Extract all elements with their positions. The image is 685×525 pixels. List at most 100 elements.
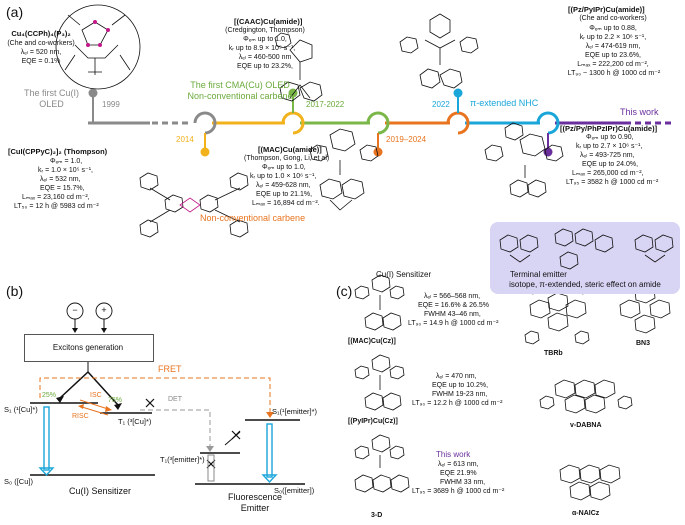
pyipr-cz-name: [(PyIPr)Cu(Cz)] xyxy=(348,418,398,425)
cu4-cluster-structure xyxy=(55,4,141,90)
cppyc-structure xyxy=(139,172,249,238)
cppyc-line-4: Lₘₐₓ = 23,160 cd m⁻², xyxy=(22,194,90,201)
pz-pyipr-structure xyxy=(399,13,479,89)
thiswork-line-0: λₑₗ = 613 nm, xyxy=(438,461,479,468)
pzpy-line-4: Lₘₐₓ = 265,000 cd m⁻², xyxy=(572,170,644,177)
energy-diagram xyxy=(30,302,305,485)
s1-cu: S₁ (¹[Cu]*) xyxy=(4,405,38,414)
pzpy-line-5: LT₉₅ = 3582 h @ 1000 cd m⁻² xyxy=(566,179,659,186)
mac-line-2: λₑₗ = 459-628 nm, xyxy=(256,182,311,189)
year-1999: 1999 xyxy=(102,100,120,109)
thiswork-line-3: LT₉₅ = 3689 h @ 1000 cd m⁻² xyxy=(412,488,505,495)
t1-em: T₁(³[emitter]*) xyxy=(160,455,205,464)
caac-line-0: Φₑₘ up to 1.0, xyxy=(243,36,287,43)
pi-nhc-label: π-extended NHC xyxy=(470,98,539,108)
excitons-label: Excitons generation xyxy=(52,343,124,352)
cu4-line-0: λₑₗ = 520 nm, xyxy=(20,49,62,56)
caac-line-3: EQE up to 23.2%, xyxy=(236,63,294,70)
pzpy-line-3: EQE up to 24.0%, xyxy=(582,161,639,168)
pz-line-4: Lₘₐₓ = 222,200 cd m⁻², xyxy=(577,61,649,68)
anaicz-name: α-NAICz xyxy=(572,510,600,517)
head-terminal: Terminal emitter xyxy=(510,270,567,279)
excitons-box xyxy=(24,334,154,362)
pct25: 25% xyxy=(42,392,57,399)
first-cu-oled-2: OLED xyxy=(39,99,64,109)
pyipr-cz-line-2: FWHM 19-23 nm, xyxy=(432,391,488,398)
cppyc-line-3: EQE = 15.7%, xyxy=(40,185,85,192)
year-2014: 2014 xyxy=(176,135,194,144)
caac-structure xyxy=(274,32,323,102)
first-cu-oled-1: The first Cu(I) xyxy=(23,88,79,98)
timeline xyxy=(88,96,672,150)
fluor-line1: Fluorescence xyxy=(227,492,283,502)
cppyc-title: [CuI(CPPyC)₂]₂ (Thompson) xyxy=(8,147,108,156)
tbrb-name: TBRb xyxy=(544,350,563,357)
cu4-title-text: Cu₄(CCPh)₄(P₃)₂ xyxy=(11,29,71,38)
caac-line-2: λₑₗ = 460-500 nm xyxy=(238,54,292,61)
pyipr-cz-line-0: λₑₗ = 470 nm, xyxy=(436,373,477,380)
bn3-name: BN3 xyxy=(636,340,651,347)
mac-line-3: EQE up to 21.1%, xyxy=(256,191,313,198)
panel-b-label: (b) xyxy=(6,283,24,299)
isc-label: ISC xyxy=(90,392,102,399)
mac-cz-line-1: EQE = 16.6% & 26.5% xyxy=(418,302,490,309)
panel-a-label: (a) xyxy=(6,4,24,20)
cu4-title: Cu₄(CCPh)₄(P₃)₂ xyxy=(6,29,76,39)
det-label: DET xyxy=(168,396,182,403)
s0-em: S₀([emitter]) xyxy=(274,486,315,495)
mac-title: [(MAC)Cu(amide)] xyxy=(258,145,322,154)
mac-cz-line-0: λₑₗ = 566–568 nm, xyxy=(424,293,481,300)
non-conv-carbene: Non-conventional carbene xyxy=(200,213,306,223)
plus-sign: + xyxy=(101,305,107,315)
pz-line-1: kᵣ up to 2.2 × 10⁶ s⁻¹, xyxy=(579,34,647,41)
panel-c-structures xyxy=(354,274,671,501)
d3-name: 3-D xyxy=(371,512,383,519)
mac-cz-line-3: LT₉₀ = 14.9 h @ 1000 cd m⁻² xyxy=(408,320,499,327)
this-work-a: This work xyxy=(620,107,659,117)
cu4-authors: (Che and co-workers) xyxy=(7,40,75,47)
mac-line-0: Φₑₘ up to 1.0, xyxy=(262,164,306,171)
mac-structure xyxy=(309,128,379,211)
mac-authors: (Thompson, Gong, Li, et al) xyxy=(244,155,330,162)
s1-em: S₁(¹[emitter]*) xyxy=(272,407,318,416)
thiswork-line-1: EQE 21.9% xyxy=(440,470,477,477)
cu-sensitizer-label: Cu(I) Sensitizer xyxy=(68,486,131,496)
head-sensitizer: Cu(I) Sensitizer xyxy=(376,270,432,279)
pzpy-line-0: Φₑₘ up to 0.90, xyxy=(586,134,634,141)
cppyc-line-0: Φₑₘ = 1.0, xyxy=(50,158,83,165)
t1-cu: T₁ (³[Cu]*) xyxy=(118,417,152,426)
year-2019: 2019–2024 xyxy=(386,135,427,144)
cppyc-line-5: LT₅₀ = 12 h @ 5983 cd m⁻² xyxy=(14,203,99,210)
mac-line-1: kᵣ up to 1.0 × 10⁶ s⁻¹, xyxy=(250,173,317,180)
panel-c-label: (c) xyxy=(336,283,353,299)
this-work-c: This work xyxy=(436,450,471,459)
pzpy-line-2: λₑₗ = 493-725 nm, xyxy=(580,152,635,159)
pz-line-2: λₑₗ = 474-619 nm, xyxy=(585,43,641,50)
mac-cz-line-2: FWHM 43–46 nm, xyxy=(424,311,481,318)
pz-authors: (Che and co-workers) xyxy=(579,15,647,22)
first-cma-1: The first CMA(Cu) OLED xyxy=(190,80,290,90)
fluor-line2: Emitter xyxy=(240,503,270,513)
s0-cu: S₀ ([Cu]) xyxy=(4,477,33,486)
first-cma-2: Non-conventional carbene xyxy=(187,91,293,101)
year-2017: 2017-2022 xyxy=(306,100,345,109)
cu4-line-1: EQE = 0.1% xyxy=(21,58,61,65)
pzpy-structure xyxy=(484,122,564,198)
thiswork-line-2: FWHM 33 nm, xyxy=(440,479,486,486)
mac-cz-name: [(MAC)Cu(Cz)] xyxy=(348,338,396,345)
pyipr-cz-line-3: LT₉₀ = 12.2 h @ 1000 cd m⁻² xyxy=(412,400,503,407)
pz-title: [(Pz/PyIPr)Cu(amide)] xyxy=(568,5,645,14)
fret-label: FRET xyxy=(158,364,182,374)
caac-authors: (Credgington, Thompson) xyxy=(225,27,305,34)
pzpy-line-1: kᵣ up to 2.7 × 10⁶ s⁻¹, xyxy=(576,143,643,150)
vdabna-name: v-DABNA xyxy=(570,422,602,429)
caac-line-1: kᵣ up to 8.9 × 10⁵ s⁻¹, xyxy=(228,45,296,52)
isotope-caption: isotope, π-extended, steric effect on am… xyxy=(509,280,661,289)
risc-label: RISC xyxy=(72,413,89,420)
cppyc-line-2: λₑₗ = 532 nm, xyxy=(40,176,81,183)
pyipr-cz-line-1: EQE up to 10.2%, xyxy=(432,382,489,389)
cppyc-line-1: kᵣ = 1.0 × 10⁵ s⁻¹, xyxy=(38,167,93,174)
mac-line-4: Lₘₐₓ = 16,894 cd m⁻². xyxy=(252,200,320,207)
pzpy-title: [(Pz/Py/PhPzIPr)Cu(amide)] xyxy=(560,124,658,133)
